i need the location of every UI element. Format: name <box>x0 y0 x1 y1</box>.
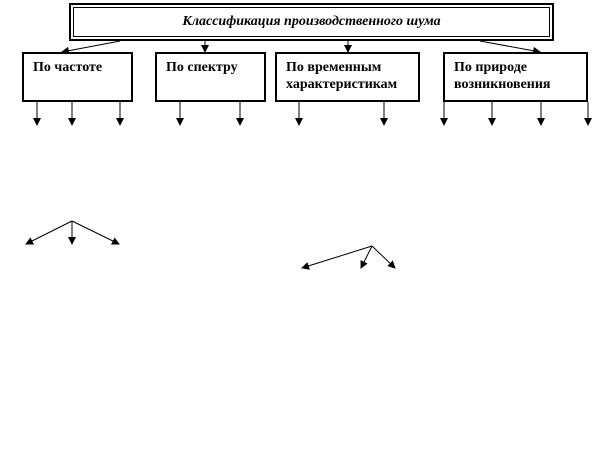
fork-left-arrow-3 <box>71 220 120 245</box>
category-time-characteristics: По временным характеристикам <box>275 52 420 102</box>
fork-right-arrow-3 <box>371 245 396 269</box>
fork-right-arrow-1 <box>301 245 373 270</box>
arrow-title-to-nature <box>479 40 541 55</box>
fork-left-arrow-1 <box>25 220 73 245</box>
diagram-title: Классификация производственного шума <box>73 7 550 37</box>
fork-right-arrow-2 <box>360 245 373 269</box>
category-nature-of-origin: По природе возникновения <box>443 52 588 102</box>
arrow-title-to-freq <box>61 40 121 55</box>
title-box: Классификация производственного шума <box>69 3 554 41</box>
category-spectrum: По спектру <box>155 52 266 102</box>
category-frequency: По частоте <box>22 52 133 102</box>
